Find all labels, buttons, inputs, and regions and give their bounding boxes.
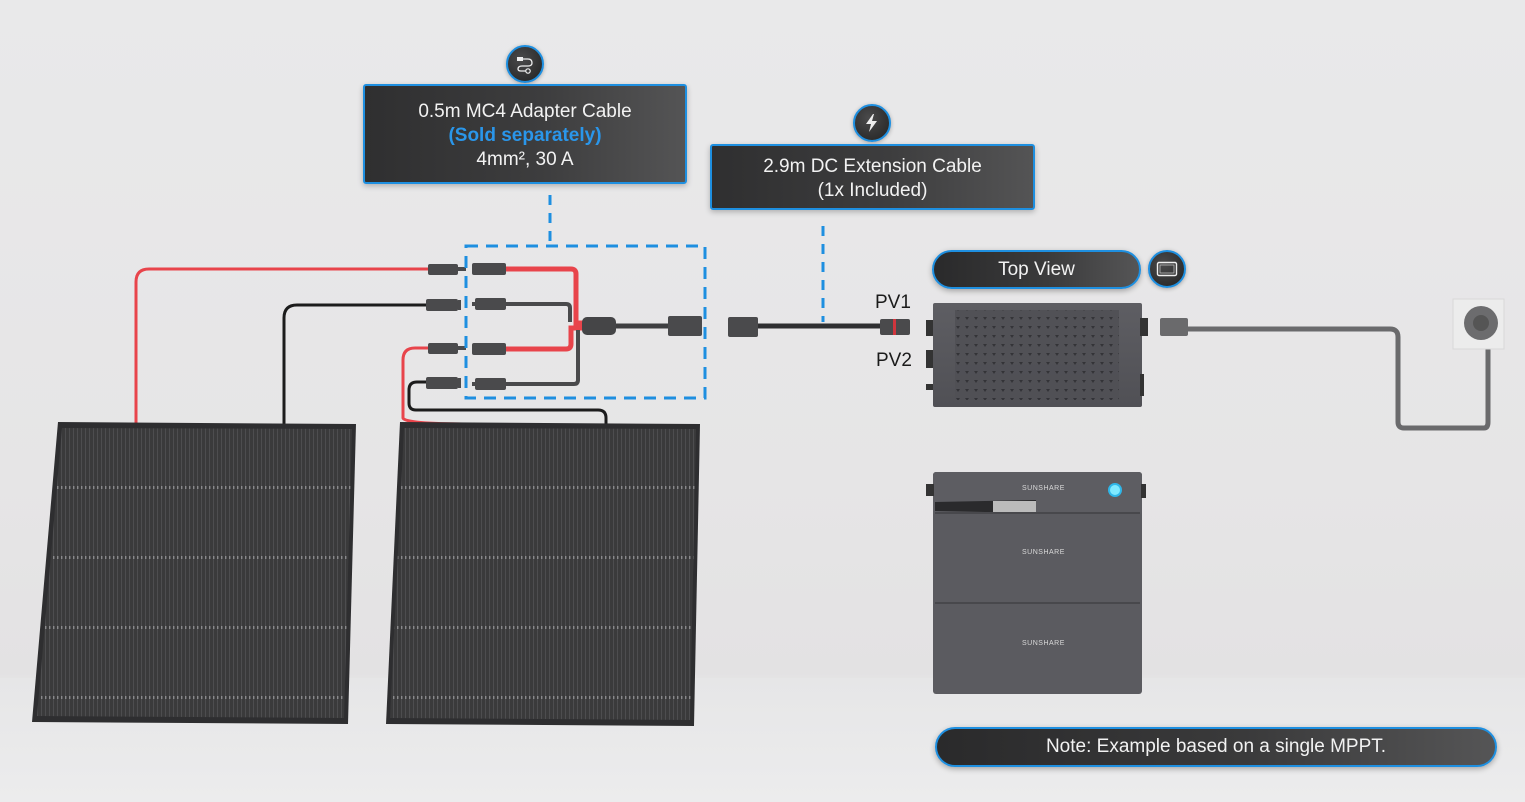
adapter-cable-callout: 0.5m MC4 Adapter Cable (Sold separately)…: [363, 84, 687, 184]
panel1-positive-cable: [134, 267, 428, 424]
adapter-dashed-box: [464, 244, 707, 400]
extension-cable-quantity: (1x Included): [817, 180, 928, 201]
inverter-top-view: [926, 303, 1148, 407]
pv2-port-label: PV2: [876, 350, 912, 371]
solar-panel-2: [386, 422, 700, 726]
sold-separately-note: (Sold separately): [448, 125, 602, 146]
battery-brand-label: SUNSHARE: [1022, 485, 1065, 492]
panel2-negative-cable: [407, 380, 608, 424]
battery-brand-label: SUNSHARE: [1022, 549, 1065, 556]
pv1-port-label: PV1: [875, 292, 911, 313]
adapter-cable-spec: 4mm², 30 A: [476, 149, 574, 170]
solar-panel-1: [32, 422, 356, 724]
extension-cable-callout: 2.9m DC Extension Cable (1x Included): [710, 144, 1035, 210]
cable-icon: [506, 45, 544, 83]
adapter-cable-title: 0.5m MC4 Adapter Cable: [418, 101, 632, 122]
panel1-negative-cable: [282, 303, 428, 424]
mc4-connectors-panel: [426, 264, 466, 389]
wall-outlet: [1452, 298, 1505, 350]
mc4-adapter-cable: [472, 263, 702, 390]
lightning-bolt-icon: [853, 104, 891, 142]
battery-stack: [926, 472, 1146, 694]
top-view-label: Top View: [932, 250, 1141, 289]
extension-cable-title: 2.9m DC Extension Cable: [763, 156, 982, 177]
battery-brand-label: SUNSHARE: [1022, 640, 1065, 647]
ac-cable: [1160, 318, 1491, 431]
tablet-icon: [1148, 250, 1186, 288]
mppt-note: Note: Example based on a single MPPT.: [935, 727, 1497, 767]
power-led: [1108, 483, 1122, 497]
dc-extension-cable: [728, 317, 910, 337]
